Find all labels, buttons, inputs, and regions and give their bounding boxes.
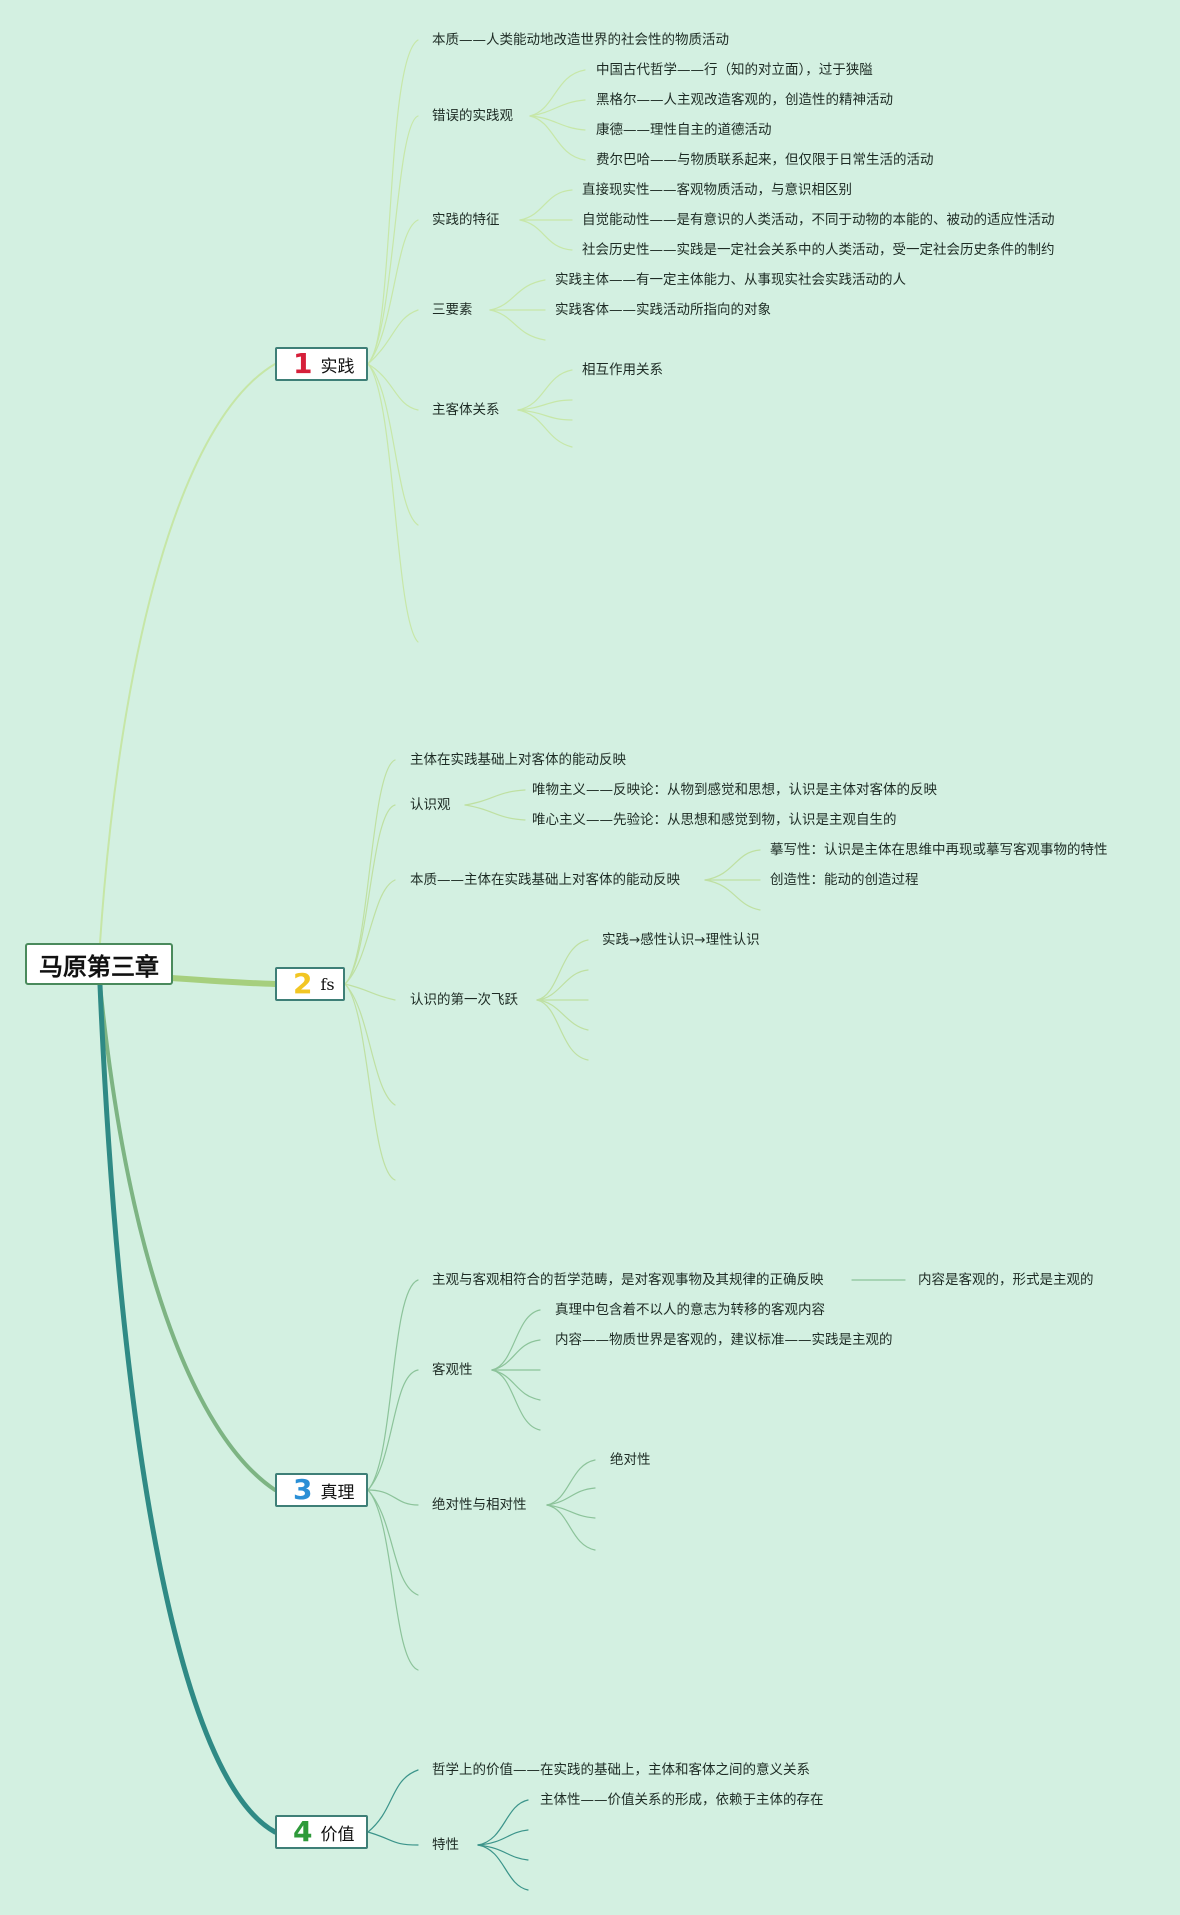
node-idealism[interactable]: 唯心主义——先验论：从思想和感觉到物，认识是主观自生的	[532, 812, 897, 828]
node-objectivity[interactable]: 客观性	[432, 1362, 473, 1378]
node-leap-path[interactable]: 实践→感性认识→理性认识	[602, 932, 760, 948]
node-copying[interactable]: 摹写性：认识是主体在思维中再现或摹写客观事物的特性	[770, 842, 1108, 858]
branch-label: 实践	[320, 356, 355, 377]
node-materialism[interactable]: 唯物主义——反映论：从物到感觉和思想，认识是主体对客体的反映	[532, 782, 937, 798]
node-truth-definition[interactable]: 主观与客观相符合的哲学范畴，是对客观事物及其规律的正确反映	[432, 1272, 824, 1288]
node-cognition-essence[interactable]: 本质——主体在实践基础上对客体的能动反映	[410, 872, 680, 888]
node-wrong-view-3[interactable]: 康德——理性自主的道德活动	[596, 122, 772, 138]
node-objective-content[interactable]: 真理中包含着不以人的意志为转移的客观内容	[555, 1302, 825, 1318]
node-wrong-view-4[interactable]: 费尔巴哈——与物质联系起来，但仅限于日常生活的活动	[596, 152, 934, 168]
node-subject-object[interactable]: 主客体关系	[432, 402, 500, 418]
node-value-traits[interactable]: 特性	[432, 1837, 459, 1853]
node-interaction[interactable]: 相互作用关系	[582, 362, 663, 378]
node-truth-form[interactable]: 内容是客观的，形式是主观的	[918, 1272, 1094, 1288]
branch-number: 1	[293, 347, 313, 380]
branch-number: 4	[293, 1815, 313, 1848]
node-creativity[interactable]: 创造性：能动的创造过程	[770, 872, 919, 888]
node-feature-2[interactable]: 自觉能动性——是有意识的人类活动，不同于动物的本能的、被动的适应性活动	[582, 212, 1055, 228]
node-content-standard[interactable]: 内容——物质世界是客观的，建议标准——实践是主观的	[555, 1332, 893, 1348]
node-cognition-definition[interactable]: 主体在实践基础上对客体的能动反映	[410, 752, 626, 768]
branch-number: 2	[293, 967, 313, 1000]
branch-label: 价值	[320, 1824, 355, 1845]
node-absoluteness[interactable]: 绝对性	[610, 1452, 651, 1468]
node-element-1[interactable]: 实践主体——有一定主体能力、从事现实社会实践活动的人	[555, 272, 906, 288]
node-element-2[interactable]: 实践客体——实践活动所指向的对象	[555, 302, 771, 318]
root-topic[interactable]: 马原第三章	[25, 943, 173, 985]
line-root-to-branch-3	[98, 983, 277, 1492]
node-absolute-relative[interactable]: 绝对性与相对性	[432, 1497, 527, 1513]
line-root-to-branch-4	[97, 982, 278, 1835]
branch-number: 3	[293, 1473, 313, 1506]
node-cognition-view[interactable]: 认识观	[410, 797, 451, 813]
node-first-leap[interactable]: 认识的第一次飞跃	[410, 992, 518, 1008]
node-features[interactable]: 实践的特征	[432, 212, 500, 228]
node-practice-essence[interactable]: 本质——人类能动地改造世界的社会性的物质活动	[432, 32, 729, 48]
branch-4-value[interactable]: 4 价值	[275, 1815, 368, 1849]
line-root-to-branch-2	[169, 975, 278, 987]
node-subjectivity[interactable]: 主体性——价值关系的形成，依赖于主体的存在	[540, 1792, 824, 1808]
branch-label: 真理	[320, 1482, 355, 1503]
node-wrong-view-1[interactable]: 中国古代哲学——行（知的对立面），过于狭隘	[596, 62, 873, 78]
node-feature-1[interactable]: 直接现实性——客观物质活动，与意识相区别	[582, 182, 852, 198]
node-wrong-views[interactable]: 错误的实践观	[432, 108, 513, 124]
node-value-definition[interactable]: 哲学上的价值——在实践的基础上，主体和客体之间的意义关系	[432, 1762, 810, 1778]
node-three-elements[interactable]: 三要素	[432, 302, 473, 318]
node-feature-3[interactable]: 社会历史性——实践是一定社会关系中的人类活动，受一定社会历史条件的制约	[582, 242, 1055, 258]
branch-2-cognition[interactable]: 2 fs	[275, 967, 345, 1001]
branch-label: fs	[320, 974, 335, 994]
branch-3-truth[interactable]: 3 真理	[275, 1473, 368, 1507]
branch-1-practice[interactable]: 1 实践	[275, 347, 368, 381]
node-wrong-view-2[interactable]: 黑格尔——人主观改造客观的，创造性的精神活动	[596, 92, 893, 108]
line-root-to-branch-1	[99, 363, 276, 944]
